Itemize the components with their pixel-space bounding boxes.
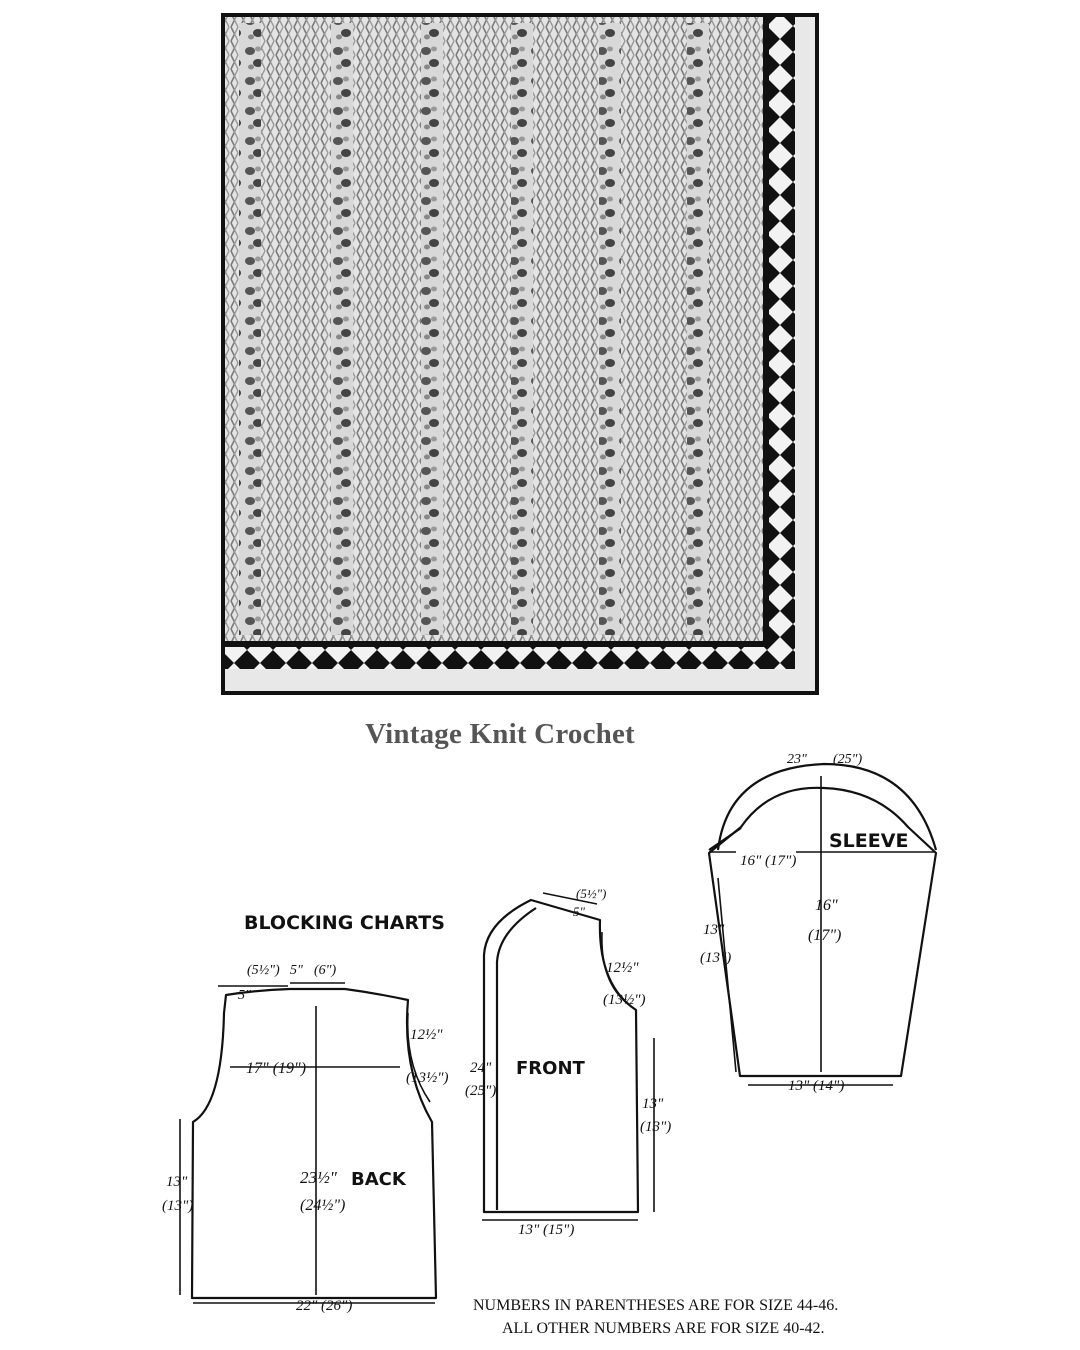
charts-title: BLOCKING CHARTS — [244, 912, 445, 934]
sleeve-side: 13" — [703, 922, 725, 938]
sleeve-label: SLEEVE — [829, 830, 908, 852]
sleeve-bottom: 13" (14") — [788, 1078, 844, 1094]
front-armhole-alt: (13½") — [603, 992, 646, 1008]
front-outline — [482, 898, 640, 1214]
note-line-2: ALL OTHER NUMBERS ARE FOR SIZE 40-42. — [502, 1320, 825, 1337]
back-bottom: 22" (26") — [296, 1298, 352, 1314]
front-label: FRONT — [516, 1058, 586, 1079]
back-shoulder-alt: (5½") — [247, 963, 280, 978]
back-side: 13" — [166, 1174, 188, 1190]
back-shoulder: 5" — [238, 988, 251, 1003]
back-length: 23½" — [300, 1168, 338, 1187]
front-side-alt: (13") — [640, 1119, 671, 1135]
knit-swatch-image — [221, 13, 819, 695]
sleeve-side-alt: (13") — [700, 950, 731, 966]
back-armhole: 12½" — [410, 1027, 443, 1043]
sleeve-piece: 23" (25") SLEEVE 16" (17") 16" (17") 13"… — [700, 752, 938, 1094]
back-chest: 17" (19") — [246, 1060, 306, 1077]
back-armhole-alt: (13½") — [406, 1070, 449, 1086]
sleeve-top-width: 16" (17") — [740, 853, 796, 869]
front-side: 13" — [642, 1096, 664, 1112]
front-length: 24" — [470, 1060, 492, 1076]
blocking-charts-diagram: BLOCKING CHARTS (5½") 5" 5" (6") 17" (19… — [162, 752, 938, 1337]
sleeve-cap: 23" — [787, 752, 807, 767]
back-piece: (5½") 5" 5" (6") 17" (19") 12½" (13½") 1… — [162, 963, 449, 1314]
sleeve-length: 16" — [815, 897, 838, 914]
back-outline — [190, 987, 438, 1300]
caption: Vintage Knit Crochet — [365, 718, 635, 750]
front-shoulder: 5" — [573, 904, 586, 919]
back-label: BACK — [351, 1169, 407, 1190]
back-side-alt: (13") — [162, 1198, 193, 1214]
back-neck: 5" — [290, 963, 303, 978]
note-line-1: NUMBERS IN PARENTHESES ARE FOR SIZE 44-4… — [473, 1297, 838, 1314]
sleeve-outline — [707, 786, 938, 1078]
sleeve-cap-alt: (25") — [833, 752, 863, 767]
front-piece: (5½") 5" 24" (25") FRONT 12½" (13½") 13"… — [465, 886, 671, 1238]
front-armhole: 12½" — [606, 960, 639, 976]
front-bottom: 13" (15") — [518, 1222, 574, 1238]
front-shoulder-alt: (5½") — [576, 886, 606, 901]
back-length-alt: (24½") — [300, 1197, 345, 1214]
front-length-alt: (25") — [465, 1083, 496, 1099]
sleeve-length-alt: (17") — [808, 927, 841, 944]
back-neck-alt: (6") — [314, 963, 337, 978]
